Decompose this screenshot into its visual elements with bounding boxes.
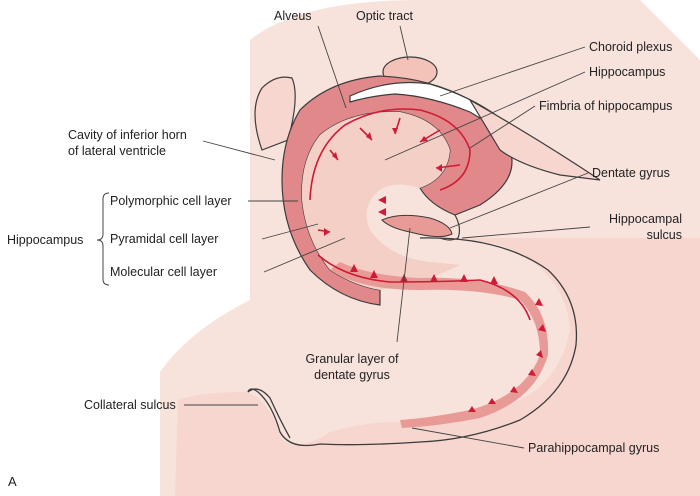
label-hippocampal-sulcus-line1: Hippocampal: [580, 212, 682, 227]
label-dentate-gyrus: Dentate gyrus: [592, 166, 670, 181]
label-choroid-plexus: Choroid plexus: [589, 40, 672, 55]
figure-letter: A: [8, 474, 17, 489]
layers-bracket: [97, 193, 109, 285]
label-fimbria: Fimbria of hippocampus: [539, 99, 672, 114]
label-cavity-line1: Cavity of inferior horn: [68, 128, 187, 143]
label-granular-line2: dentate gyrus: [290, 368, 414, 383]
label-alveus: Alveus: [274, 9, 312, 24]
label-molecular: Molecular cell layer: [110, 265, 217, 280]
label-hippocampus-top: Hippocampus: [589, 65, 665, 80]
label-optic-tract: Optic tract: [356, 9, 413, 24]
label-granular-line1: Granular layer of: [290, 352, 414, 367]
label-pyramidal: Pyramidal cell layer: [110, 232, 218, 247]
label-collateral-sulcus: Collateral sulcus: [84, 398, 176, 413]
label-hippocampus-group: Hippocampus: [7, 233, 83, 248]
label-parahippocampal: Parahippocampal gyrus: [528, 441, 659, 456]
label-hippocampal-sulcus-line2: sulcus: [580, 228, 682, 243]
label-cavity-line2: of lateral ventricle: [68, 144, 166, 159]
label-polymorphic: Polymorphic cell layer: [110, 194, 232, 209]
